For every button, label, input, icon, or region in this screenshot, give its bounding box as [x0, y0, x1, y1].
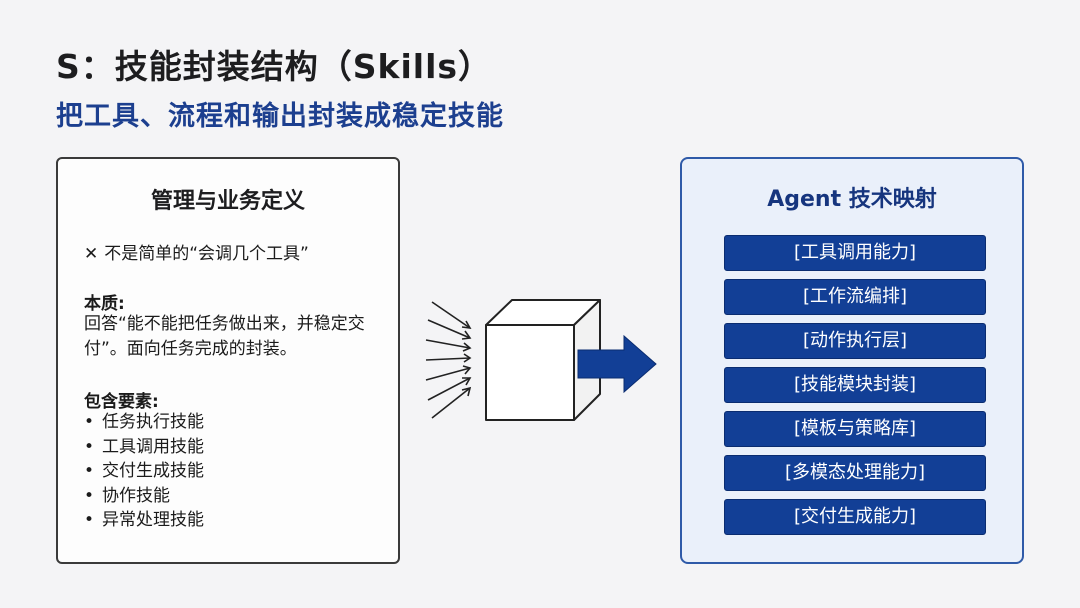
- not-statement-text: 不是简单的“会调几个工具”: [104, 244, 309, 264]
- page-title: S：技能封装结构（Skills）: [56, 40, 492, 88]
- mapping-item: [工作流编排]: [724, 279, 986, 315]
- list-item: 工具调用技能: [84, 435, 204, 460]
- mapping-item: [模板与策略库]: [724, 411, 986, 447]
- not-statement: ✕ 不是简单的“会调几个工具”: [84, 239, 309, 264]
- elements-label: 包含要素:: [84, 387, 159, 412]
- mapping-item: [技能模块封装]: [724, 367, 986, 403]
- mapping-item: [工具调用能力]: [724, 235, 986, 271]
- elements-list: 任务执行技能 工具调用技能 交付生成技能 协作技能 异常处理技能: [84, 410, 204, 533]
- encapsulation-graphic: [420, 290, 670, 430]
- essence-label: 本质:: [84, 289, 125, 314]
- page-subtitle: 把工具、流程和输出封装成稳定技能: [56, 94, 504, 133]
- mapping-item: [多模态处理能力]: [724, 455, 986, 491]
- list-item: 协作技能: [84, 484, 204, 509]
- list-item: 异常处理技能: [84, 508, 204, 533]
- left-panel-heading: 管理与业务定义: [58, 183, 398, 215]
- mapping-item: [交付生成能力]: [724, 499, 986, 535]
- cross-icon: ✕: [84, 244, 98, 264]
- right-panel-heading: Agent 技术映射: [682, 181, 1022, 213]
- right-panel: Agent 技术映射 [工具调用能力] [工作流编排] [动作执行层] [技能模…: [680, 157, 1024, 564]
- mapping-list: [工具调用能力] [工作流编排] [动作执行层] [技能模块封装] [模板与策略…: [724, 235, 986, 543]
- list-item: 交付生成技能: [84, 459, 204, 484]
- list-item: 任务执行技能: [84, 410, 204, 435]
- mapping-item: [动作执行层]: [724, 323, 986, 359]
- left-panel: 管理与业务定义 ✕ 不是简单的“会调几个工具” 本质: 回答“能不能把任务做出来，…: [56, 157, 400, 564]
- incoming-arrows-icon: [426, 302, 470, 418]
- essence-text: 回答“能不能把任务做出来，并稳定交付”。面向任务完成的封装。: [84, 312, 384, 362]
